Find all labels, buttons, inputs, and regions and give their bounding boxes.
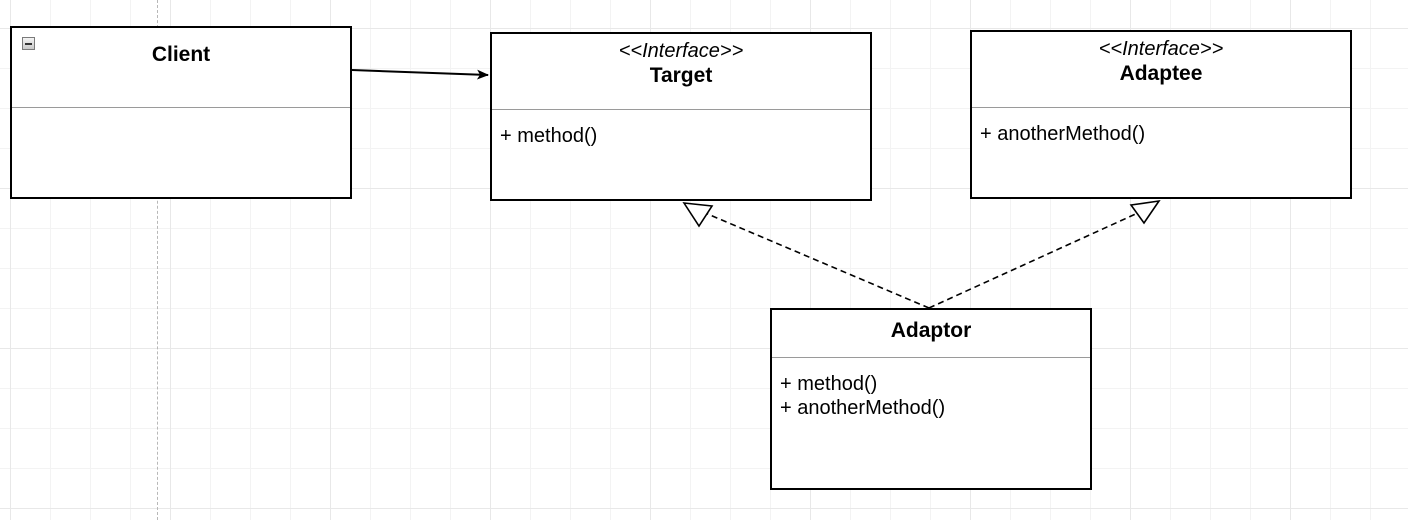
realization-adaptor-adaptee[interactable] (928, 211, 1141, 309)
class-adaptee-operation: + anotherMethod() (980, 123, 1146, 145)
realization-arrowhead-target (682, 202, 714, 228)
class-adaptee[interactable]: <<Interface>> Adaptee + anotherMethod() (970, 30, 1352, 199)
class-target[interactable]: <<Interface>> Target + method() (490, 32, 872, 201)
class-target-stereotype: <<Interface>> (618, 40, 744, 62)
association-client-target[interactable] (351, 69, 489, 80)
class-client-header: Client (12, 28, 350, 108)
collapse-icon[interactable] (22, 37, 35, 50)
class-adaptor-operation-another-method: + anotherMethod() (780, 397, 946, 419)
class-target-body: + method() (492, 110, 870, 148)
class-client-body (12, 108, 350, 122)
realization-arrowhead-adaptee (1129, 199, 1161, 225)
realization-adaptor-target[interactable] (702, 211, 930, 309)
class-target-name: Target (649, 64, 713, 87)
class-adaptor-name: Adaptor (890, 319, 972, 342)
class-adaptor-header: Adaptor (772, 310, 1090, 358)
class-target-header: <<Interface>> Target (492, 34, 870, 110)
class-adaptee-header: <<Interface>> Adaptee (972, 32, 1350, 108)
vertical-guide-line (157, 0, 158, 520)
class-adaptor[interactable]: Adaptor + method() + anotherMethod() (770, 308, 1092, 490)
class-target-operation: + method() (500, 125, 598, 147)
class-adaptee-name: Adaptee (1119, 62, 1203, 85)
class-client[interactable]: Client (10, 26, 352, 199)
class-adaptor-body: + method() + anotherMethod() (772, 358, 1090, 420)
class-adaptor-operation-method: + method() (780, 373, 878, 395)
class-adaptee-stereotype: <<Interface>> (1098, 38, 1224, 60)
class-client-name: Client (151, 43, 211, 66)
class-adaptee-body: + anotherMethod() (972, 108, 1350, 146)
